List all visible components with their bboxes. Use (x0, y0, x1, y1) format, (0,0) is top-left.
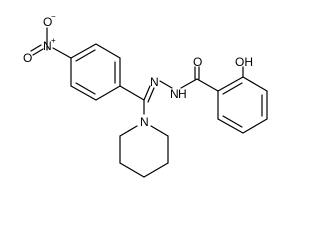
bond-ar1-a (70, 43, 97, 59)
atom-hydrazide-hydrogen: H (178, 87, 187, 101)
bond-c-n-1 (143, 85, 151, 101)
bond-no-left-1 (30, 44, 42, 52)
bond-aryl-c (119, 85, 145, 101)
bond-n-n (159, 80, 173, 89)
atom-hydrazide-nitrogen: N (170, 87, 179, 101)
atom-carbonyl-oxygen: O (193, 55, 202, 69)
atom-nitro-nitrogen-charge: + (51, 36, 56, 45)
bond-ar1-inner-3 (75, 82, 96, 95)
bond-ar1-b (95, 43, 121, 59)
bond-ar2-inner-3 (222, 115, 243, 128)
atom-label-layer: O N + O − N N H O OH N (23, 12, 253, 129)
atom-nitro-oxygen-charge: − (51, 12, 56, 21)
bond-c-n-2 (147, 87, 155, 103)
bond-ar2-e (217, 118, 244, 134)
bond-ar1-d (95, 85, 121, 101)
bond-ar1-inner-1 (75, 49, 96, 62)
atom-nitro-nitrogen: N (43, 39, 52, 53)
bond-pip-f (150, 125, 169, 137)
atom-nitro-oxygen-left: O (23, 51, 32, 65)
atom-hydrazone-nitrogen: N (150, 75, 159, 89)
bond-carbonyl-ring (196, 78, 219, 92)
bond-no-left-2 (32, 48, 44, 56)
bond-ar1-e (70, 85, 97, 101)
bond-pip-d (143, 162, 169, 178)
bond-layer (30, 27, 268, 178)
bond-pip-c (119, 162, 145, 178)
bond-ar2-inner-1 (222, 82, 243, 95)
atom-piperidine-nitrogen: N (140, 115, 149, 129)
bond-ar2-d (242, 118, 268, 134)
bond-pip-a (119, 125, 138, 137)
chemical-structure: O N + O − N N H O OH N (23, 12, 268, 178)
atom-hydroxyl: OH (235, 55, 253, 69)
atom-nitro-oxygen-bottom: O (43, 15, 52, 29)
bond-ar2-b (242, 76, 268, 92)
bond-ar2-a (217, 76, 244, 92)
bond-n-aryl (52, 47, 72, 59)
bond-nh-carbonyl (180, 78, 198, 89)
